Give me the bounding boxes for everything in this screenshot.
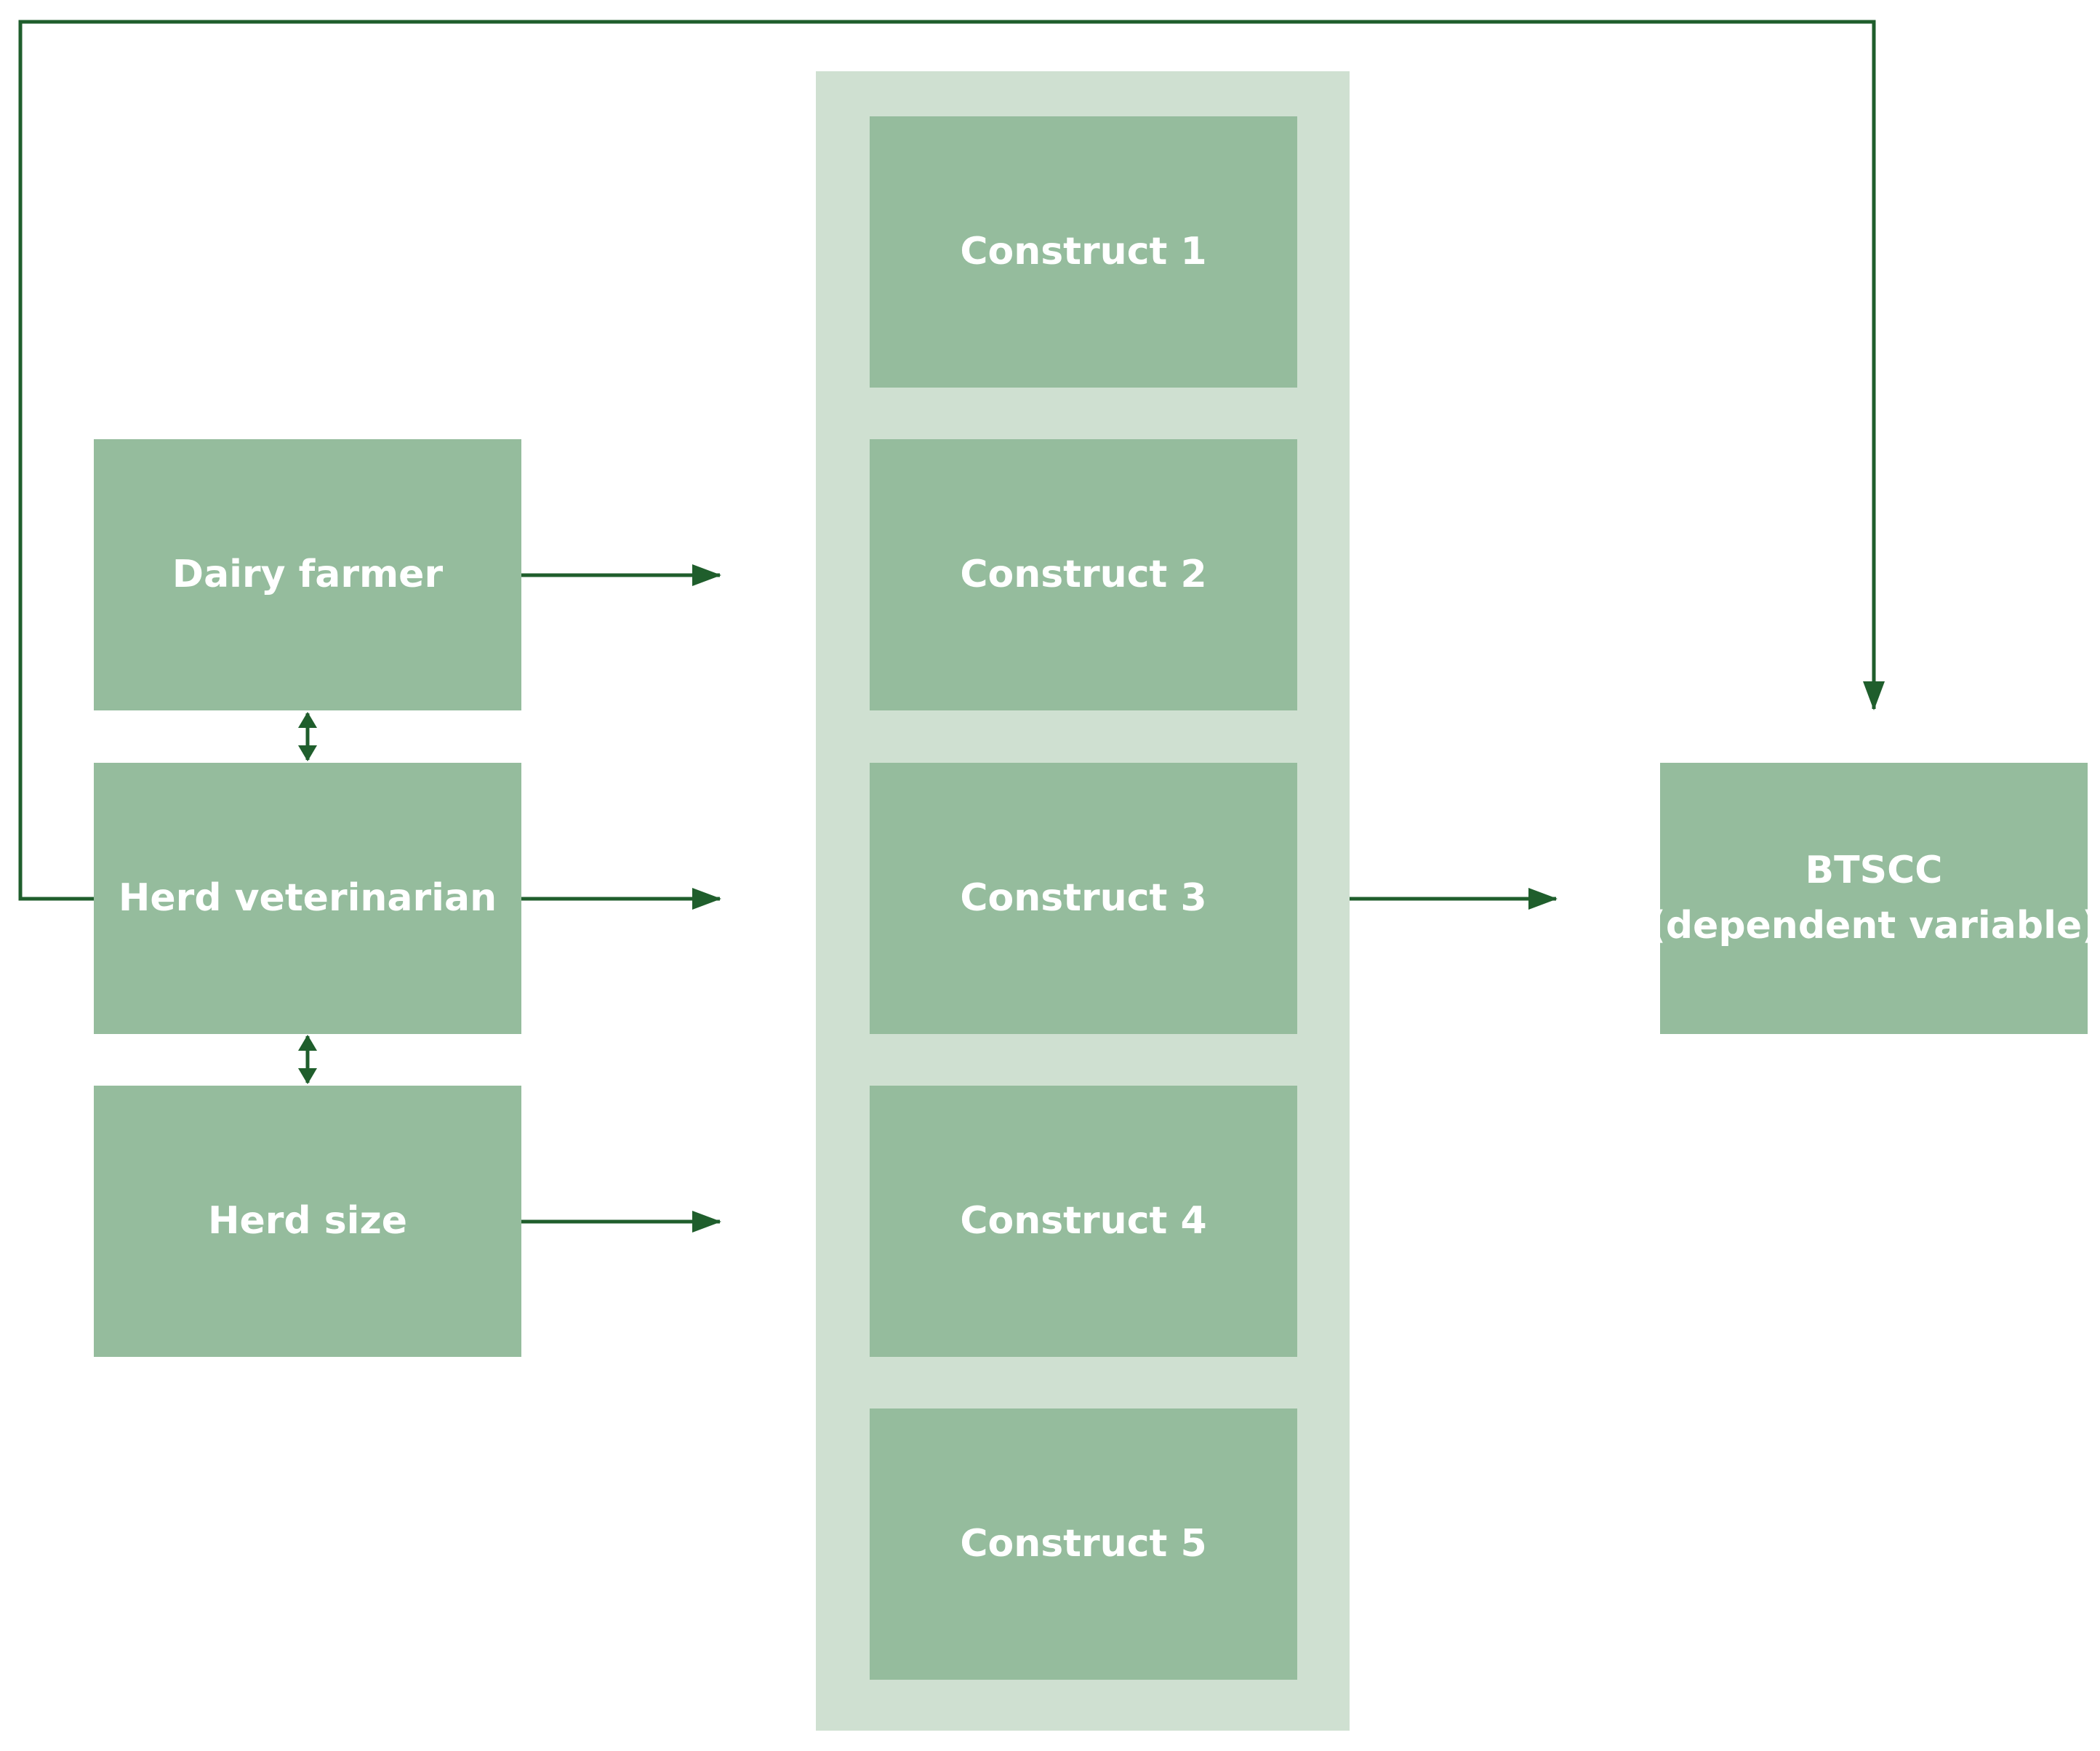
- construct-4-box: Construct 4: [870, 1086, 1297, 1357]
- construct-1-label: Construct 1: [960, 229, 1207, 273]
- construct-5-label: Construct 5: [960, 1521, 1207, 1566]
- construct-5-box: Construct 5: [870, 1409, 1297, 1680]
- construct-2-box: Construct 2: [870, 439, 1297, 710]
- btscc-outcome-box: BTSCC (dependent variable): [1648, 763, 2099, 1034]
- herd-size-box: Herd size: [94, 1086, 521, 1357]
- herd-size-label: Herd size: [207, 1198, 408, 1243]
- construct-1-box: Construct 1: [870, 116, 1297, 388]
- btscc-label: BTSCC: [1805, 849, 1943, 893]
- construct-4-label: Construct 4: [960, 1198, 1207, 1243]
- construct-3-label: Construct 3: [960, 876, 1207, 920]
- herd-veterinarian-label: Herd veterinarian: [118, 876, 497, 920]
- dairy-farmer-box: Dairy farmer: [94, 439, 521, 710]
- construct-2-label: Construct 2: [960, 552, 1207, 596]
- construct-3-box: Construct 3: [870, 763, 1297, 1034]
- dairy-farmer-label: Dairy farmer: [172, 552, 444, 596]
- dependent-variable-label: (dependent variable): [1648, 903, 2099, 947]
- herd-veterinarian-box: Herd veterinarian: [94, 763, 521, 1034]
